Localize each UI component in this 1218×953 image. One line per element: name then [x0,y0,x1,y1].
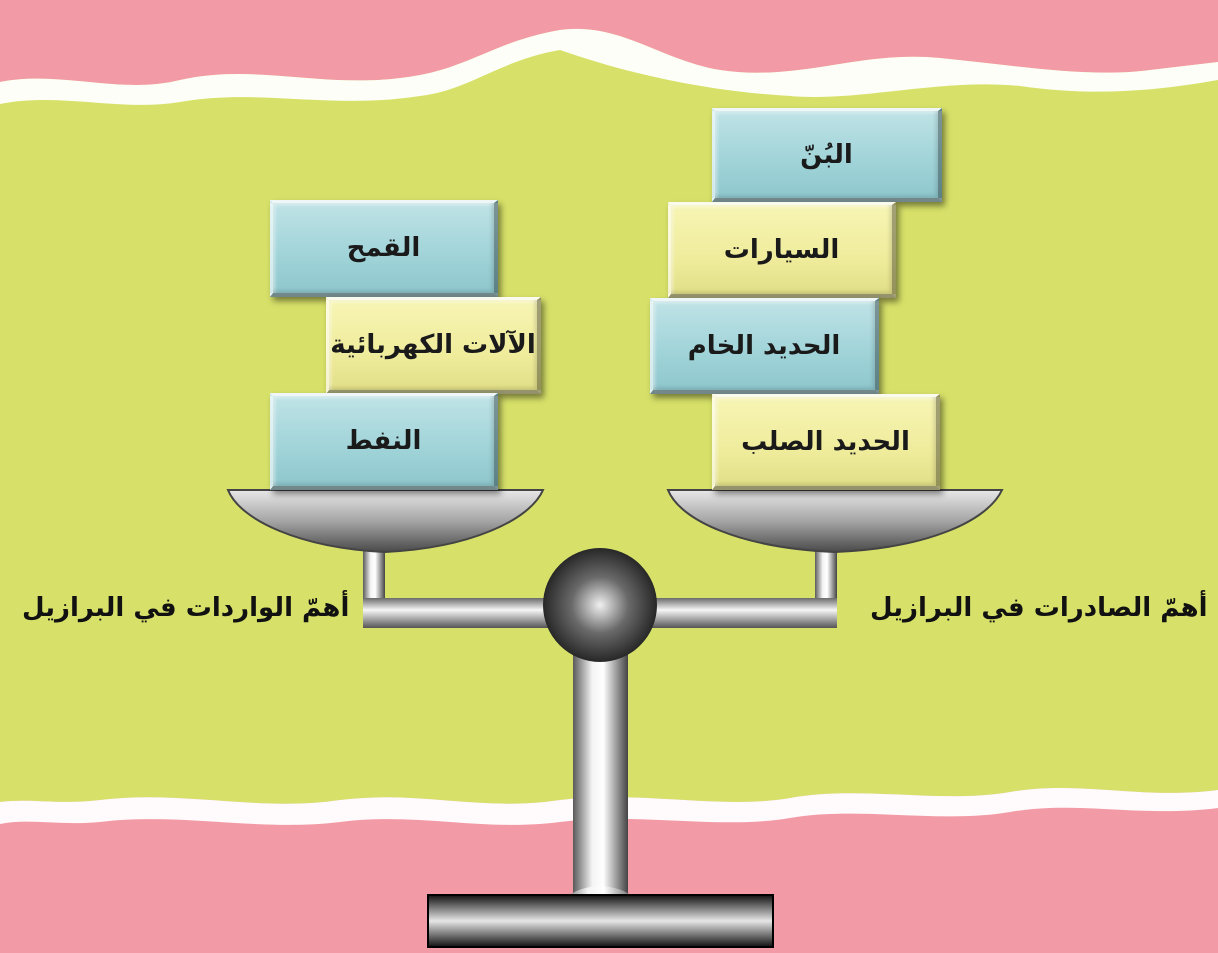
export-item-steel: الحديد الصلب [712,394,940,490]
import-item-oil: النفط [270,393,498,490]
scale-pillar [573,615,628,915]
import-item-wheat: القمح [270,200,498,297]
export-item-cars: السيارات [668,202,896,298]
export-item-coffee: البُنّ [712,108,942,202]
right-pan-bowl [666,489,1004,554]
scale-base [427,894,774,948]
export-item-iron-ore: الحديد الخام [650,298,879,394]
imports-caption: أهمّ الواردات في البرازيل [22,593,350,623]
exports-caption: أهمّ الصادرات في البرازيل [870,593,1208,623]
torn-edge-top [0,28,1218,105]
pivot-ball [543,548,657,662]
import-item-electrical-machines: الآلات الكهربائية [326,297,541,394]
left-pan-bowl [226,489,545,554]
